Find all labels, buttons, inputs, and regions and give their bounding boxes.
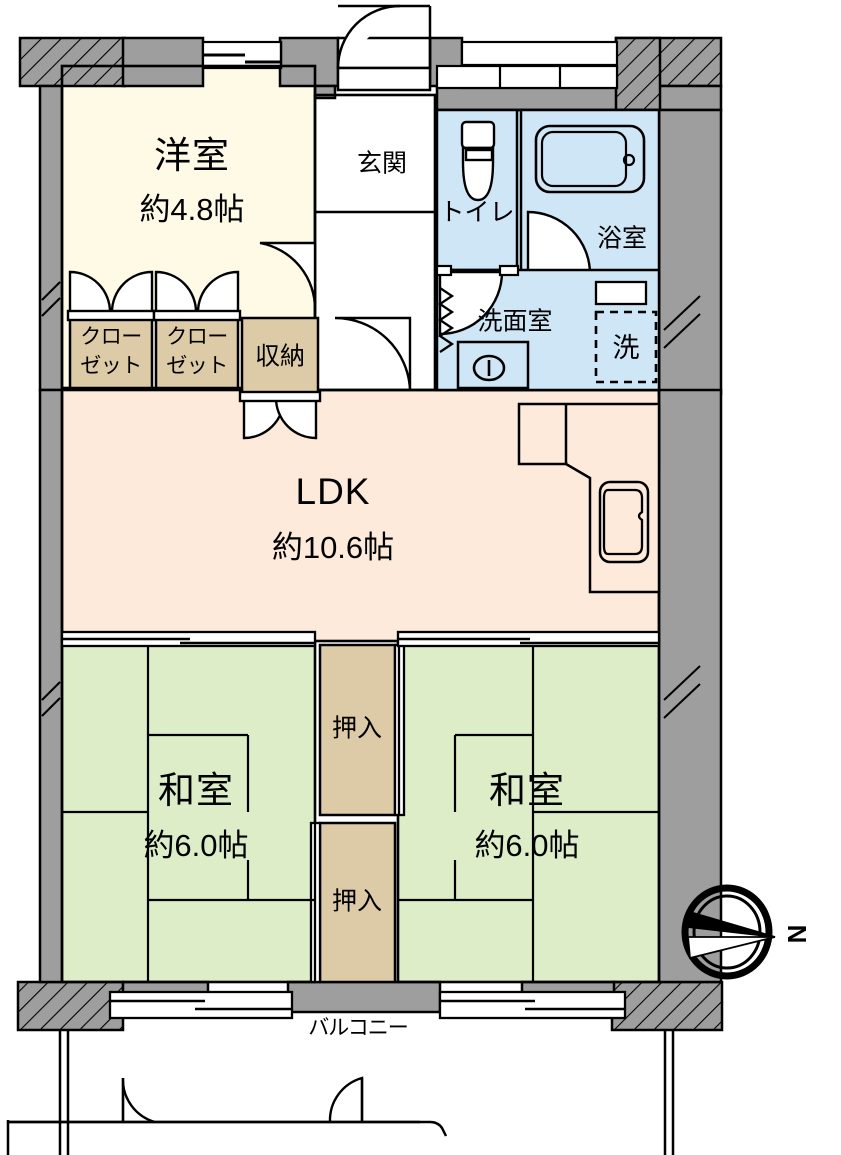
youshitsu-name: 洋室 — [154, 135, 230, 176]
closet-1-box — [68, 316, 154, 390]
washing-machine-slot — [594, 310, 658, 384]
wall-hatch-top-right-inner — [614, 36, 662, 112]
compass-needle-dark — [686, 910, 776, 938]
balcony-windows — [108, 990, 627, 1020]
bathroom-label: 浴室 — [597, 225, 647, 253]
folding-door-icon — [437, 287, 455, 353]
entrance-door — [336, 4, 432, 92]
balcony: バルコニー — [6, 1017, 675, 1155]
washitsu-left-area: 約6.0帖 — [143, 828, 248, 863]
closet-2-door-left — [154, 270, 198, 314]
washroom-label: 洗面室 — [477, 308, 552, 336]
oshiire-lower-box — [318, 821, 397, 984]
oshiire-upper-label: 押入 — [332, 715, 382, 743]
balcony-label: バルコニー — [308, 1017, 408, 1040]
toilet-label: トイレ — [439, 199, 514, 227]
wall-top-left-seg — [121, 36, 205, 88]
ldk-name: LDK — [296, 471, 371, 512]
compass-rose: N — [681, 884, 812, 980]
oshiire-lower-label: 押入 — [332, 888, 382, 916]
closet-1-frame — [66, 309, 156, 322]
toilet-icon — [460, 120, 496, 202]
closet-1-door-left — [68, 270, 112, 314]
wall-hatch-accents — [41, 281, 701, 719]
closet-1-label-line1: クロー — [80, 326, 142, 349]
sliding-doors-ldk — [60, 630, 661, 648]
bathroom-door-swing — [526, 210, 592, 276]
bathroom: 浴室 — [519, 108, 661, 283]
wall-left-lower — [38, 388, 64, 984]
oshiire-group: 押入 押入 — [309, 643, 406, 984]
toilet-door-swing — [438, 270, 504, 336]
washroom: 洗 洗面室 — [435, 264, 661, 392]
washbasin-icon — [456, 340, 530, 390]
toilet-door-jamb-right — [498, 264, 520, 277]
wall-right-upper — [657, 108, 723, 396]
closets-group — [66, 270, 322, 440]
balcony-partition-doors — [121, 1076, 364, 1124]
toilet-tank — [460, 120, 496, 150]
compass-outer-ring — [681, 884, 773, 980]
vanity-box — [456, 340, 530, 390]
ldk-area: 約10.6帖 — [272, 530, 394, 565]
shuunou-box — [240, 316, 320, 400]
closet-2-frame — [152, 309, 242, 322]
balcony-window-left — [108, 990, 294, 1020]
tatami-mat-lines — [62, 641, 659, 982]
wall-top-mid-seg — [278, 36, 340, 88]
basin-bowl — [472, 354, 506, 382]
toilet-seat-bar — [464, 148, 494, 162]
washitsu-right-name: 和室 — [489, 770, 565, 811]
window-entry-lower — [435, 64, 619, 90]
compass-needle-light — [687, 936, 776, 960]
wall-top-right-band — [435, 84, 723, 112]
washitsu-right-area: 約6.0帖 — [474, 828, 579, 863]
genkan-fill — [315, 95, 435, 390]
washitsu-left-name: 和室 — [158, 770, 234, 811]
storage-labels: クロー ゼット クロー ゼット 収納 — [80, 326, 305, 378]
closet-door-swings — [68, 270, 318, 440]
closet-1-label-line2: ゼット — [80, 355, 142, 378]
windows-top — [201, 40, 619, 90]
toilet-room: トイレ — [435, 108, 519, 272]
window-youshitsu-a — [201, 40, 283, 70]
balcony-door-arc-right — [328, 1076, 364, 1123]
balcony-window-right — [438, 990, 627, 1020]
washroom-shelf — [594, 280, 648, 306]
closet-frames — [66, 309, 322, 403]
kitchen — [517, 402, 661, 594]
entrance-threshold — [336, 66, 432, 92]
youshitsu-area: 約4.8帖 — [139, 192, 244, 227]
washer-label: 洗 — [613, 333, 640, 363]
wall-left-upper — [38, 84, 64, 392]
bathtub-icon — [534, 124, 646, 194]
hall-ldk-door-swing — [334, 316, 412, 391]
room-labels: 洋室 約4.8帖 LDK 約10.6帖 和室 約6.0帖 和室 約6.0帖 — [139, 135, 579, 863]
genkan-label: 玄関 — [357, 150, 407, 178]
closet-2-label-line1: クロー — [166, 326, 228, 349]
wall-right-lower — [657, 388, 723, 984]
compass-north-label: N — [782, 925, 812, 944]
wall-corner-bottom-right — [610, 980, 724, 1032]
shuunou-frame — [238, 390, 322, 403]
youshitsu-door-swing — [259, 241, 317, 311]
closet-2-door-right — [196, 270, 240, 314]
wall-corner-top-left — [18, 36, 127, 88]
closet-1-door-right — [110, 270, 154, 314]
bathtub-drain — [622, 153, 636, 167]
wall-bottom-mid-seg — [286, 980, 442, 1014]
kitchen-sink-icon — [598, 480, 650, 564]
toilet-door-jamb-left — [435, 264, 453, 277]
closet-2-label-line2: ゼット — [166, 355, 228, 378]
bathtub-inner — [540, 130, 628, 188]
oshiire-upper-box — [318, 643, 397, 817]
balcony-railing — [6, 1030, 675, 1155]
wall-corner-bottom-left — [16, 980, 125, 1032]
shuunou-label: 収納 — [255, 343, 305, 371]
sink-inner — [602, 488, 644, 556]
